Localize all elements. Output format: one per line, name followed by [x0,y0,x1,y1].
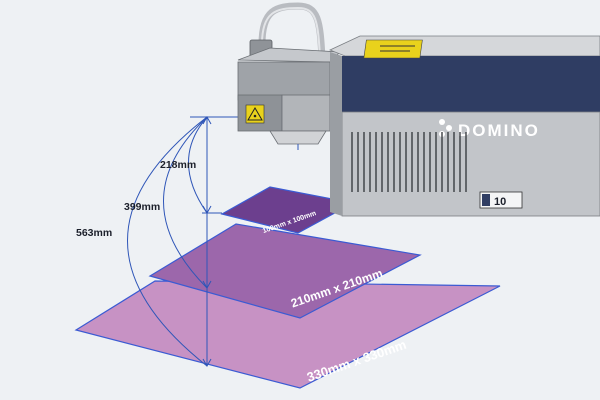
arc-399 [163,116,208,289]
laser-warning-icon [245,104,265,124]
warning-label [363,39,423,59]
dim-563-label: 563mm [76,227,112,239]
model-badge [479,191,523,209]
dim-218-label: 218mm [160,159,196,171]
marking-planes [74,186,501,389]
vent-grille [351,132,467,192]
dim-399-label: 399mm [124,201,160,213]
scan-head [237,47,341,145]
plane-large [74,280,501,389]
arc-563 [127,116,208,367]
brand-name: DOMINO [458,121,540,140]
dimension-lines [127,115,240,368]
arc-218 [188,116,208,214]
model-badge-text: 10 [494,196,506,208]
